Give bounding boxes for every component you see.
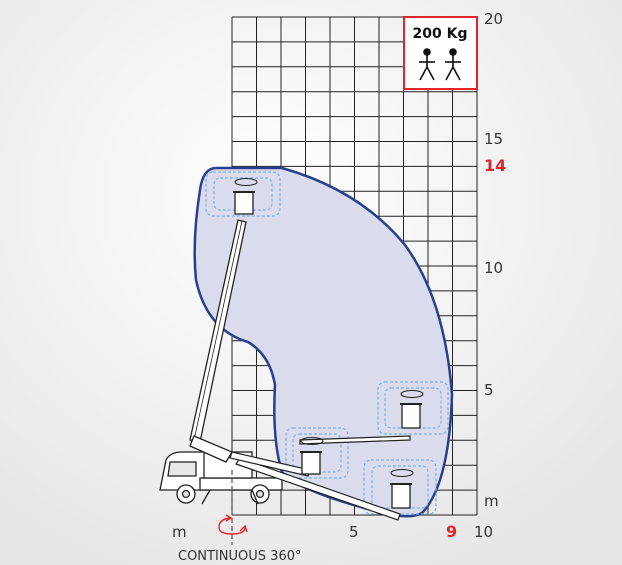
y-tick-15: 15 xyxy=(484,130,503,148)
y-unit-label: m xyxy=(484,492,499,510)
capacity-label: 200 Kg xyxy=(413,26,468,42)
y-tick-20: 20 xyxy=(484,10,503,28)
rotation-label: CONTINUOUS 360° xyxy=(178,549,302,564)
baskets xyxy=(233,191,422,509)
two-persons-icon xyxy=(419,48,461,81)
x-tick-10: 10 xyxy=(474,523,493,541)
y-max-height-label: 14 xyxy=(484,156,506,175)
x-max-outreach-label: 9 xyxy=(446,522,457,541)
y-tick-5: 5 xyxy=(484,381,494,399)
basket-rotation-arrows xyxy=(234,178,424,477)
y-tick-10: 10 xyxy=(484,259,503,277)
boom-positions xyxy=(189,219,411,521)
rotation-arrow-icon xyxy=(218,470,248,545)
x-tick-5: 5 xyxy=(349,523,359,541)
x-unit-label: m xyxy=(172,523,187,541)
capacity-box xyxy=(403,16,478,90)
